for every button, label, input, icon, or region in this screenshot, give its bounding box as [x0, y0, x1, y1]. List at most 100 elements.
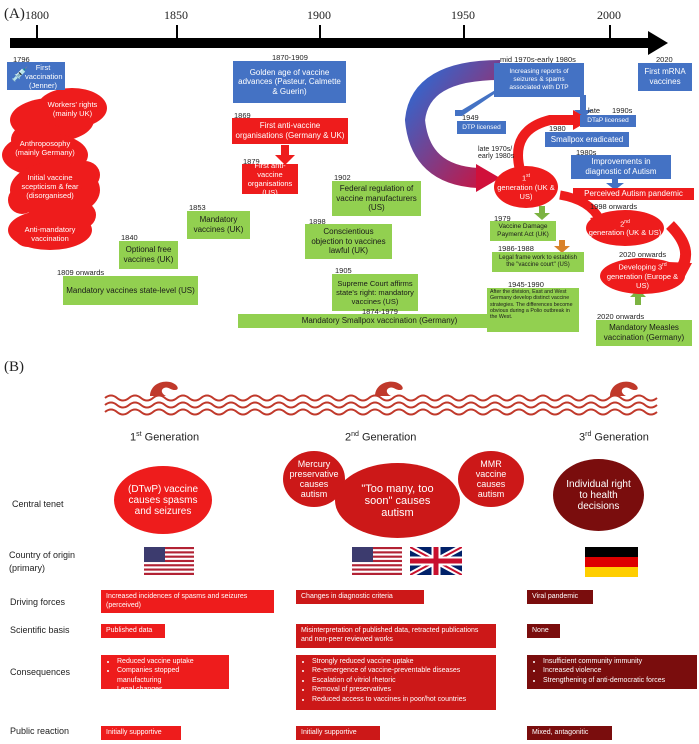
autism-diagnostics-box: Improvements in diagnostic of Autism [571, 155, 671, 179]
header-gen2: 2nd Generation [345, 431, 417, 444]
driving-gen3: Viral pandemic [527, 590, 593, 604]
timeline-arrowhead [648, 31, 668, 55]
row-country: Country of origin (primary) [9, 550, 76, 573]
tick-1850: 1850 [164, 8, 188, 22]
tenet-gen2-right: MMR vaccine causes autism [458, 451, 524, 507]
mandatory-measles-box: Mandatory Measles vaccination (Germany) [596, 320, 692, 346]
wave-icon-2 [375, 381, 403, 396]
cloud-scepticism: Initial vaccine scepticism & fear (disor… [21, 173, 79, 200]
list-item: Increased violence [543, 666, 692, 675]
date-1879: 1879 [243, 157, 260, 166]
autism-arrow [606, 176, 624, 190]
generation2-ellipse: 2nd generation (UK & US) [586, 210, 664, 246]
date-1840: 1840 [121, 233, 138, 242]
federal-regulation-box: Federal regulation of vaccine manufactur… [332, 181, 421, 216]
list-item: Strongly reduced vaccine uptake [312, 657, 491, 666]
dtap-licensed-box: DTaP licensed [580, 115, 636, 127]
legal-frame-box: Legal frame work to establish the "vacci… [492, 252, 584, 272]
us-flag [144, 547, 194, 575]
scientific-gen1: Published data [101, 624, 165, 638]
tenet-gen3: Individual right to health decisions [553, 459, 644, 531]
date-2020: 2020 [656, 55, 673, 64]
cloud-antimandatory: Anti-mandatory vaccination [24, 225, 76, 243]
tick-2000: 2000 [597, 8, 621, 22]
list-item: Strengthening of anti-democratic forces [543, 676, 692, 685]
cloud-anthroposophy: Anthroposophy (mainly Germany) [15, 139, 75, 157]
date-1998: 1998 onwards [590, 202, 638, 211]
list-item: Insufficient community immunity [543, 657, 692, 666]
gen1-up-arrow [513, 115, 575, 172]
date-1870-1909: 1870-1909 [272, 53, 308, 62]
date-1979: 1979 [494, 214, 511, 223]
consequences-gen2: Strongly reduced vaccine uptake Re-emerg… [296, 655, 496, 710]
public-gen1: Initially supportive [101, 726, 181, 740]
antivax-org-1879-box: First anti-vaccine organisations (US) [242, 161, 298, 197]
us-flag [352, 547, 402, 575]
tenet-gen2-center: "Too many, too soon" causes autism [335, 463, 460, 538]
date-1874-1979: 1874-1979 [362, 307, 398, 316]
row-consequences: Consequences [10, 667, 71, 677]
date-1905: 1905 [335, 266, 352, 275]
mandatory-state-box: Mandatory vaccines state-level (US) [63, 276, 198, 305]
vaccine-damage-box: Vaccine Damage Payment Act (UK) [490, 221, 556, 241]
panel-b-label: (B) [4, 359, 24, 375]
date-late: late [588, 106, 601, 115]
first-mrna-box: First mRNA vaccines [638, 63, 692, 91]
driving-gen1: Increased incidences of spasms and seizu… [101, 590, 274, 613]
row-public: Public reaction [10, 726, 70, 736]
tick-1900: 1900 [307, 8, 331, 22]
list-item: Escalation of vitriol rhetoric [312, 676, 491, 685]
wave-banner [104, 381, 658, 416]
generation1-ellipse: 1st generation (UK & US) [494, 166, 558, 208]
germany-flag [585, 547, 638, 577]
smallpox-eradicated-box: Smallpox eradicated [545, 132, 629, 147]
panel-a-label: (A) [4, 6, 25, 22]
date-1986-1988: 1986-1988 [498, 244, 534, 253]
scientific-gen2: Misinterpretation of published data, ret… [296, 624, 496, 648]
list-item: Removal of preservatives [312, 685, 491, 694]
row-scientific: Scientific basis [10, 625, 70, 635]
perceived-autism-box: Perceived Autism pandemic [573, 188, 694, 200]
antivax-cloud [2, 88, 107, 250]
mandatory-smallpox-box: Mandatory Smallpox vaccination (Germany) [238, 314, 521, 328]
public-gen2: Initially supportive [296, 726, 380, 740]
dtap-arrow [574, 95, 592, 118]
wave-icon-1 [150, 381, 178, 396]
date-1869: 1869 [234, 111, 251, 120]
list-item: Reduced vaccine uptake [117, 657, 224, 666]
first-vaccination-box: 💉 First vaccination (Jenner) [7, 62, 65, 90]
east-west-box: After the division, East and West German… [487, 288, 579, 332]
tick-1800: 1800 [25, 8, 49, 22]
tick-1950: 1950 [451, 8, 475, 22]
wave-icon-3 [610, 381, 638, 396]
supreme-court-box: Supreme Court affirms state's right: man… [332, 274, 418, 311]
timeline-bar [10, 38, 650, 48]
date-mid-1970s: mid 1970s-early 1980s [500, 55, 576, 64]
big-curved-arrow [404, 60, 501, 188]
tenet-gen1: (DTwP) vaccine causes spasms and seizure… [114, 466, 212, 534]
seizures-reports-box: Increasing reports of seizures & spams a… [494, 63, 584, 97]
date-2020-onwards-measles: 2020 onwards [597, 312, 645, 321]
list-item: Re-emergence of vaccine-preventable dise… [312, 666, 491, 675]
date-1980: 1980 [549, 124, 566, 133]
consequences-gen3: Insufficient community immunity Increase… [527, 655, 697, 689]
date-1853: 1853 [189, 203, 206, 212]
public-gen3: Mixed, antagonitic [527, 726, 612, 740]
generation3-ellipse: Developing 3rd generation (Europe & US) [600, 258, 685, 294]
antivax-org-1869-box: First anti-vaccine organisations (German… [232, 118, 348, 144]
consequences-gen1: Reduced vaccine uptake Companies stopped… [101, 655, 229, 693]
scientific-gen3: None [527, 624, 560, 638]
date-1990s: 1990s [612, 106, 633, 115]
header-gen3: 3rd Generation [579, 431, 649, 444]
header-gen1: 1st Generation [130, 431, 200, 444]
row-central-tenet: Central tenet [12, 499, 64, 509]
cloud-workers-rights: Workers' rights (mainly UK) [47, 100, 98, 118]
date-1898: 1898 [309, 217, 326, 226]
uk-flag [410, 547, 462, 575]
date-2020-onwards-gen3: 2020 onwards [619, 250, 667, 259]
date-1945-1990: 1945-1990 [508, 280, 544, 289]
date-1949: 1949 [462, 113, 479, 122]
golden-age-box: Golden age of vaccine advances (Pasteur,… [233, 61, 346, 103]
conscientious-box: Conscientious objection to vaccines lawf… [305, 224, 392, 259]
wave-icon [150, 381, 638, 396]
